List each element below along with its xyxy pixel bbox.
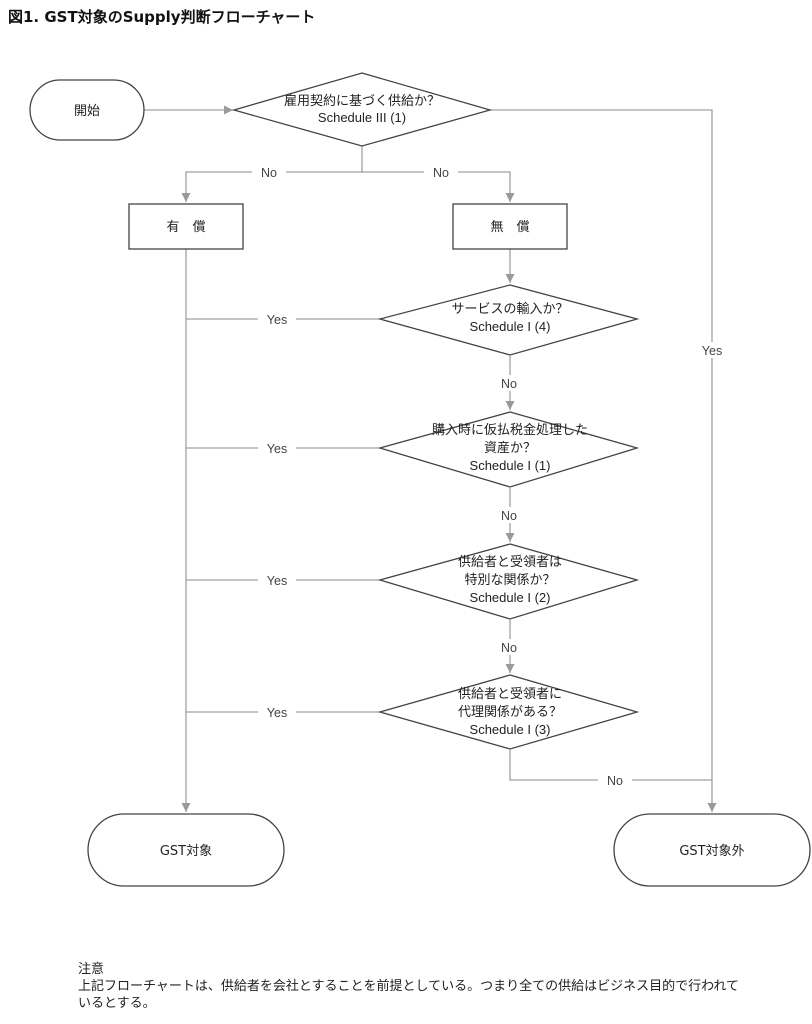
employment-reference: Schedule III (1) (318, 110, 406, 125)
label-no-related: No (501, 641, 517, 655)
import-decision (377, 284, 640, 356)
related-question-2: 特別な関係か？ (464, 573, 555, 588)
label-no-agency: No (607, 774, 623, 788)
import-reference: Schedule I (4) (470, 319, 551, 334)
paid-label: 有 償 (166, 220, 205, 235)
input-tax-question-1: 購入時に仮払税金処理した (432, 422, 588, 438)
paid-box (128, 203, 244, 250)
note-heading: 注意 (78, 962, 105, 977)
label-yes-agency: Yes (267, 706, 287, 720)
note-section: 注意 上記フローチャートは、供給者を会社とすることを前提としている。つまり全ての… (78, 961, 798, 1012)
agency-question-1: 供給者と受領者に (458, 686, 562, 702)
agency-reference: Schedule I (3) (470, 722, 551, 737)
gst-exempt-terminal (613, 813, 811, 887)
related-party-decision (377, 543, 640, 620)
edge-employment-no-free (362, 171, 515, 202)
gst-taxable-label: GST対象 (160, 844, 212, 859)
note-line-2: いるとする。 (78, 996, 156, 1011)
input-tax-reference: Schedule I (1) (470, 458, 551, 473)
label-no-paid: No (261, 166, 277, 180)
label-yes-related: Yes (267, 574, 287, 588)
input-tax-question-2: 資産か？ (484, 440, 536, 456)
label-no-import: No (501, 377, 517, 391)
label-no-inputtax: No (501, 509, 517, 523)
agency-question-2: 代理関係がある？ (458, 705, 562, 720)
note-line-1: 上記フローチャートは、供給者を会社とすることを前提としている。つまり全ての供給は… (78, 979, 740, 994)
label-yes-inputtax: Yes (267, 442, 287, 456)
related-reference: Schedule I (2) (470, 590, 551, 605)
import-question: サービスの輸入か？ (451, 302, 568, 317)
related-question-1: 供給者と受領者は (458, 554, 562, 570)
edge-agency-no (509, 750, 712, 781)
figure-title: 図1. GST対象のSupply判断フローチャート (8, 8, 316, 26)
free-box (452, 203, 568, 250)
flowchart: No No Yes Yes Yes Yes Yes No No No No 開始… (29, 72, 811, 887)
agency-decision (377, 674, 640, 750)
employment-decision (231, 72, 493, 147)
edge-employment-yes (490, 109, 717, 812)
start-label: 開始 (74, 104, 100, 119)
start-terminal (29, 79, 145, 141)
label-no-free: No (433, 166, 449, 180)
gst-taxable-terminal (87, 813, 285, 887)
gst-exempt-label: GST対象外 (679, 844, 744, 859)
label-yes-employment: Yes (702, 344, 722, 358)
label-yes-import: Yes (267, 313, 287, 327)
free-label: 無 償 (490, 220, 529, 235)
employment-question: 雇用契約に基づく供給か？ (284, 93, 440, 109)
input-tax-decision (377, 411, 640, 488)
